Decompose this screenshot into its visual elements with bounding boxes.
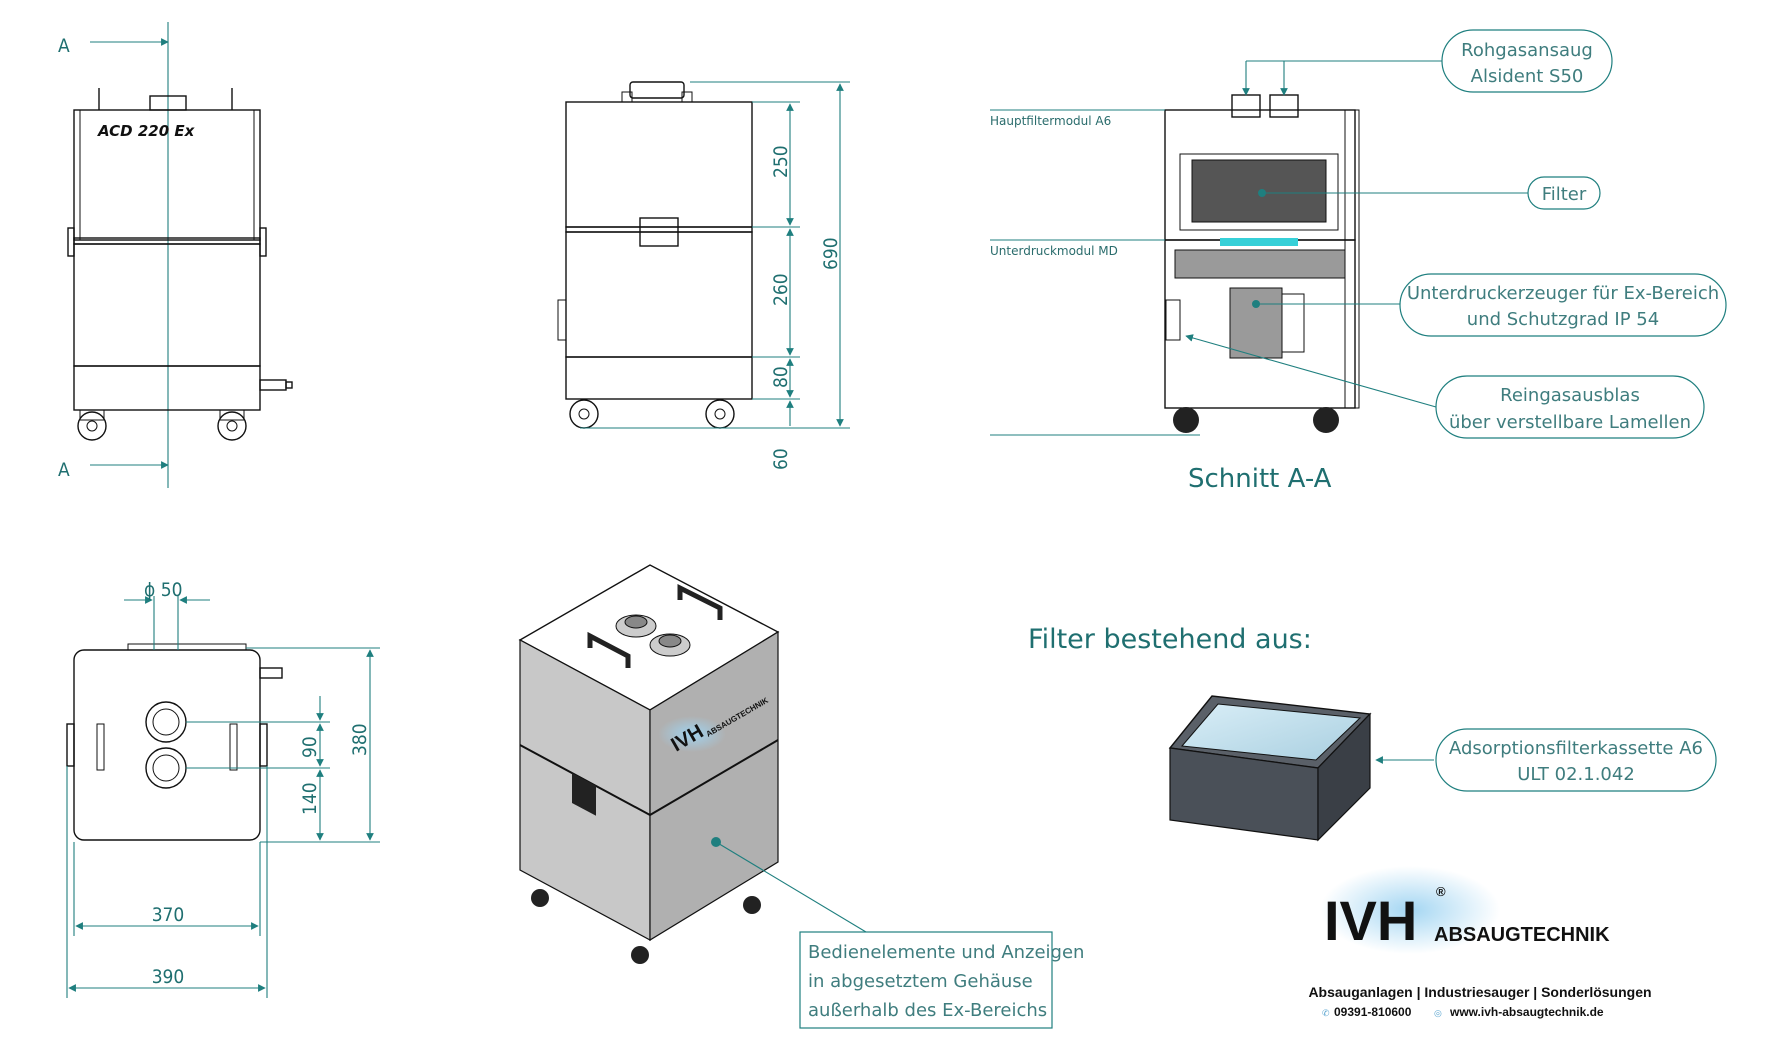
- brand-contact: ✆ 09391-810600 ◎ www.ivh-absaugtechnik.d…: [1322, 1005, 1604, 1019]
- brand-tagline: Absauganlagen | Industriesauger | Sonder…: [1308, 984, 1651, 1000]
- dim-90: 90: [299, 736, 321, 758]
- model-name-label: ACD 220 Ex: [97, 122, 196, 140]
- callout-kassette-line1: Adsorptionsfilterkassette A6: [1449, 738, 1703, 759]
- dim-140: 140: [299, 782, 321, 815]
- dim-690: 690: [820, 237, 842, 270]
- section-title: Schnitt A-A: [1188, 464, 1332, 494]
- dim-60: 60: [770, 448, 792, 470]
- callout-kassette: Adsorptionsfilterkassette A6 ULT 02.1.04…: [1435, 728, 1717, 792]
- top-view: ϕ 50 90 140 380 370 390: [66, 579, 380, 998]
- module-label-hauptfilter: Hauptfiltermodul A6: [990, 114, 1111, 128]
- callout-rohgasansaug: Rohgasansaug Alsident S50: [1242, 29, 1613, 96]
- callout-unterdruckerzeuger: Unterdruckerzeuger für Ex-Bereich und Sc…: [1252, 273, 1727, 337]
- callout-filter: Filter: [1258, 176, 1601, 210]
- brand-website: www.ivh-absaugtechnik.de: [1449, 1005, 1604, 1019]
- callout-rohgas-line2: Alsident S50: [1471, 66, 1584, 87]
- callout-reingasausblas: Reingasausblas über verstellbare Lamelle…: [1185, 334, 1705, 439]
- brand-phone: 09391-810600: [1334, 1005, 1412, 1019]
- registered-mark: ®: [1436, 884, 1446, 899]
- module-label-unterdruck: Unterdruckmodul MD: [990, 244, 1118, 258]
- filter-cassette: [1168, 695, 1434, 842]
- dim-250: 250: [770, 145, 792, 178]
- callout-rohgas-line1: Rohgasansaug: [1461, 40, 1593, 61]
- section-mark-bottom: A: [58, 459, 70, 481]
- logo-sub-text: ABSAUGTECHNIK: [1434, 924, 1610, 946]
- dim-370: 370: [152, 904, 185, 926]
- callout-kassette-line2: ULT 02.1.042: [1517, 764, 1635, 785]
- callout-unterdruck-line2: und Schutzgrad IP 54: [1467, 309, 1659, 330]
- callout-bedien-line3: außerhalb des Ex-Bereichs: [808, 1000, 1047, 1021]
- callout-reingas-line2: über verstellbare Lamellen: [1449, 412, 1691, 433]
- front-view: A A ACD 220 Ex: [58, 22, 293, 488]
- dim-260: 260: [770, 273, 792, 306]
- side-view: 250 260 80 60 690: [557, 81, 850, 470]
- callout-reingas-line1: Reingasausblas: [1500, 385, 1640, 406]
- brand-logo: IVH ABSAUGTECHNIK ®: [1320, 866, 1610, 954]
- dim-80: 80: [770, 366, 792, 388]
- phone-icon: ✆: [1322, 1008, 1330, 1018]
- logo-main-text: IVH: [1324, 889, 1417, 952]
- callout-unterdruck-line1: Unterdruckerzeuger für Ex-Bereich: [1407, 283, 1719, 304]
- callout-bedien-line1: Bedienelemente und Anzeigen: [808, 942, 1084, 963]
- isometric-view: IVH ABSAUGTECHNIK: [518, 564, 867, 964]
- dim-d50: ϕ 50: [144, 579, 182, 601]
- filter-heading: Filter bestehend aus:: [1028, 624, 1312, 655]
- web-icon: ◎: [1434, 1008, 1442, 1018]
- section-mark-top: A: [58, 35, 70, 57]
- callout-bedien-line2: in abgesetztem Gehäuse: [808, 971, 1033, 992]
- callout-bedienelemente: Bedienelemente und Anzeigen in abgesetzt…: [799, 931, 1084, 1029]
- dim-380: 380: [349, 723, 371, 756]
- dim-390: 390: [152, 966, 185, 988]
- callout-filter-text: Filter: [1542, 184, 1587, 205]
- section-view: Hauptfiltermodul A6 Unterdruckmodul MD S…: [990, 94, 1360, 494]
